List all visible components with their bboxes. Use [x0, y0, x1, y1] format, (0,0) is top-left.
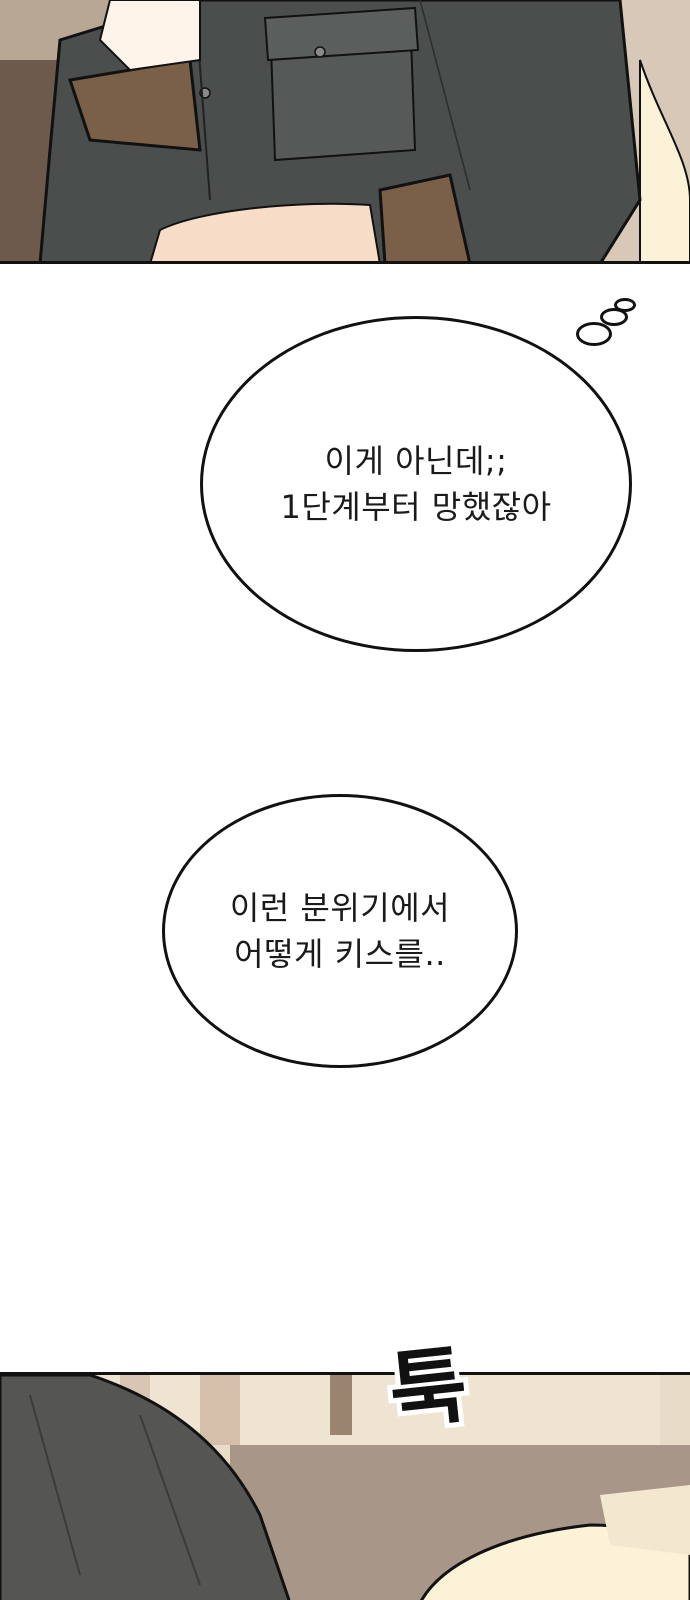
top-scene-art	[0, 0, 690, 261]
bubble-2-line-1: 이런 분위기에서	[229, 889, 451, 927]
thought-bubble-2: 이런 분위기에서 어떻게 키스를..	[162, 794, 518, 1068]
top-panel-illustration	[0, 0, 690, 264]
thought-dot-medium	[600, 308, 628, 326]
thought-bubble-1: 이게 아닌데;; 1단계부터 망했잖아	[200, 316, 632, 652]
sound-effect: 툭	[380, 1330, 477, 1446]
bottom-panel-illustration	[0, 1372, 690, 1600]
bubble-1-line-2: 1단계부터 망했잖아	[280, 488, 552, 526]
bottom-scene-art	[0, 1375, 690, 1600]
bubble-2-line-2: 어떻게 키스를..	[234, 935, 446, 973]
bubble-1-line-1: 이게 아닌데;;	[324, 442, 508, 480]
sound-effect-text: 툭	[385, 1335, 472, 1441]
thought-dot-large	[576, 322, 612, 346]
thought-dot-small	[614, 298, 636, 312]
